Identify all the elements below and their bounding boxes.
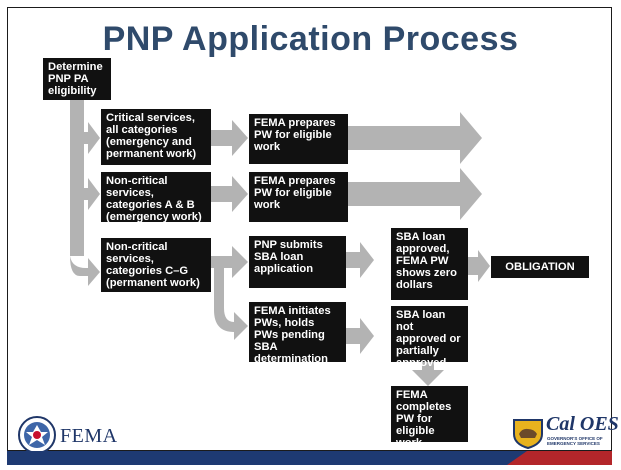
fema-logo-text: FEMA — [60, 425, 118, 447]
caloes-logo-text: Cal OES — [546, 413, 619, 435]
fema-prepares-pw-box-2: FEMA prepares PW for eligible work — [249, 172, 348, 222]
trunk-to-noncritical-ab-arrow — [84, 178, 100, 210]
critical-to-prepares-arrow — [211, 120, 248, 156]
noncritical-ab-box: Non-critical services, categories A & B … — [101, 172, 211, 223]
approved-to-obligation-arrow — [468, 250, 490, 282]
pnp-submits-sba-box: PNP submits SBA loan application — [249, 236, 346, 288]
bottom-color-bar — [7, 451, 612, 465]
california-bear-seal-icon — [510, 414, 610, 450]
critical-services-box: Critical services, all categories (emerg… — [101, 109, 211, 165]
prepares-2-long-arrow — [348, 168, 482, 220]
prepares-1-long-arrow — [348, 112, 482, 164]
fema-initiates-pws-box: FEMA initiates PWs, holds PWs pending SB… — [249, 302, 346, 365]
slide-title: PNP Application Process — [102, 20, 519, 58]
dhs-seal-icon — [18, 416, 56, 459]
noncritical-ab-to-prepares-arrow — [211, 176, 248, 212]
sba-loan-not-approved-box: SBA loan not approved or partially appro… — [391, 306, 468, 369]
branch-down-to-initiates-arrow — [214, 268, 248, 340]
determine-eligibility-box: Determine PNP PA eligibility — [43, 58, 111, 100]
fema-completes-pw-box: FEMA completes PW for eligible work — [391, 386, 468, 449]
caloes-logo-subtitle: GOVERNOR'S OFFICE OF EMERGENCY SERVICES — [547, 436, 603, 446]
noncritical-cg-to-submits-arrow — [211, 246, 248, 278]
fema-prepares-pw-box-1: FEMA prepares PW for eligible work — [249, 114, 348, 164]
trunk-to-critical-arrow — [84, 122, 100, 154]
not-approved-to-completes-arrow — [412, 362, 444, 386]
submits-to-approved-arrow — [346, 242, 374, 278]
noncritical-cg-box: Non-critical services, categories C–G (p… — [101, 238, 211, 292]
obligation-box: OBLIGATION — [491, 256, 589, 278]
trunk-arrow — [70, 98, 84, 256]
sba-loan-approved-box: SBA loan approved, FEMA PW shows zero do… — [391, 228, 468, 300]
trunk-to-noncritical-cg-arrow — [70, 256, 100, 286]
initiates-to-not-approved-arrow — [346, 318, 374, 354]
